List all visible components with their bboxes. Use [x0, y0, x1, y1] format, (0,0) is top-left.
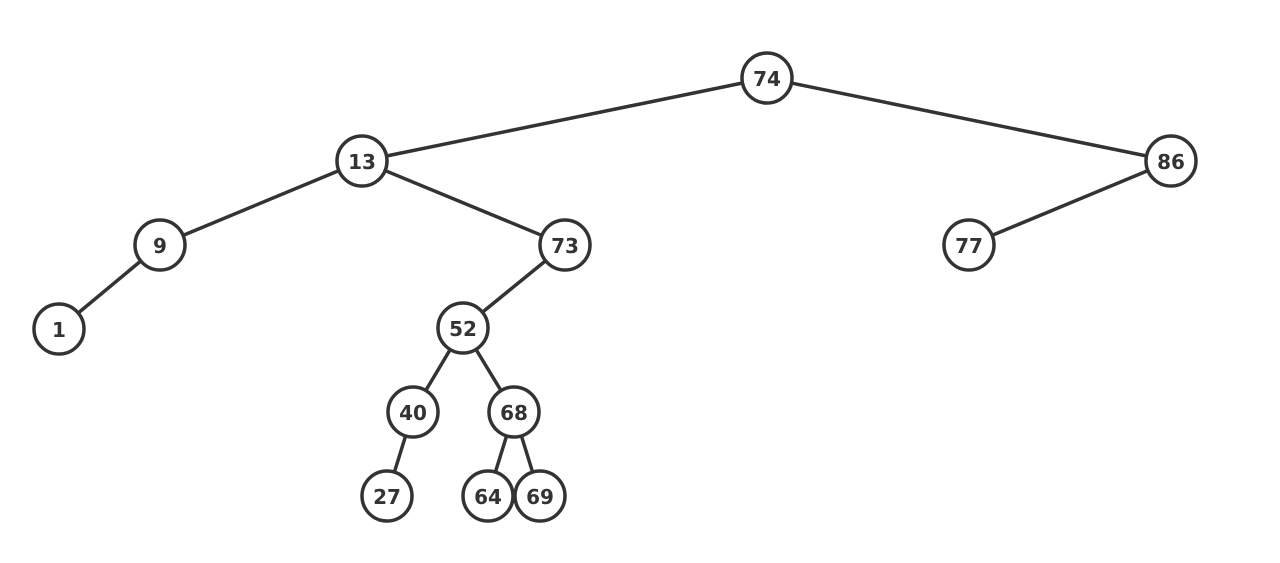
- edge-73-52: [480, 259, 548, 314]
- edge-9-1: [76, 259, 143, 315]
- edge-40-27: [392, 434, 408, 474]
- edge-52-40: [424, 347, 452, 393]
- node-circle: [133, 218, 187, 272]
- node-circle: [487, 385, 541, 439]
- node-circle: [386, 385, 440, 439]
- edge-68-69: [519, 434, 535, 474]
- edge-52-68: [474, 347, 503, 393]
- node-label: 73: [551, 234, 579, 258]
- edge-13-73: [383, 168, 544, 238]
- node-label: 64: [474, 485, 502, 509]
- edge-86-77: [990, 168, 1150, 238]
- node-label: 69: [526, 485, 554, 509]
- edge-74-86: [789, 81, 1149, 158]
- tree-node-74: 74: [740, 51, 794, 105]
- tree-node-77: 77: [942, 218, 996, 272]
- nodes-layer: 74 13 86 9 73 77 1 52 40 68 27 64 69: [32, 51, 1198, 523]
- tree-node-73: 73: [538, 218, 592, 272]
- edge-74-13: [384, 81, 745, 158]
- node-label: 27: [373, 485, 401, 509]
- tree-node-27: 27: [360, 469, 414, 523]
- node-label: 68: [500, 401, 528, 425]
- tree-node-1: 1: [32, 302, 86, 356]
- node-label: 13: [348, 150, 376, 174]
- node-circle: [335, 134, 389, 188]
- tree-node-9: 9: [133, 218, 187, 272]
- node-label: 9: [153, 234, 167, 258]
- node-label: 86: [1157, 150, 1185, 174]
- edge-68-64: [493, 434, 509, 474]
- node-circle: [436, 301, 490, 355]
- edge-13-9: [181, 168, 341, 238]
- node-circle: [1144, 134, 1198, 188]
- node-label: 74: [753, 67, 781, 91]
- node-circle: [740, 51, 794, 105]
- edges-layer: [76, 81, 1150, 474]
- tree-node-52: 52: [436, 301, 490, 355]
- node-circle: [942, 218, 996, 272]
- tree-node-40: 40: [386, 385, 440, 439]
- tree-node-13: 13: [335, 134, 389, 188]
- node-circle: [32, 302, 86, 356]
- node-circle: [360, 469, 414, 523]
- node-circle: [513, 469, 567, 523]
- node-label: 1: [52, 318, 66, 342]
- tree-node-64: 64: [461, 469, 515, 523]
- node-label: 52: [449, 317, 477, 341]
- tree-node-68: 68: [487, 385, 541, 439]
- node-circle: [538, 218, 592, 272]
- node-label: 77: [955, 234, 983, 258]
- node-label: 40: [399, 401, 427, 425]
- node-circle: [461, 469, 515, 523]
- tree-node-69: 69: [513, 469, 567, 523]
- tree-node-86: 86: [1144, 134, 1198, 188]
